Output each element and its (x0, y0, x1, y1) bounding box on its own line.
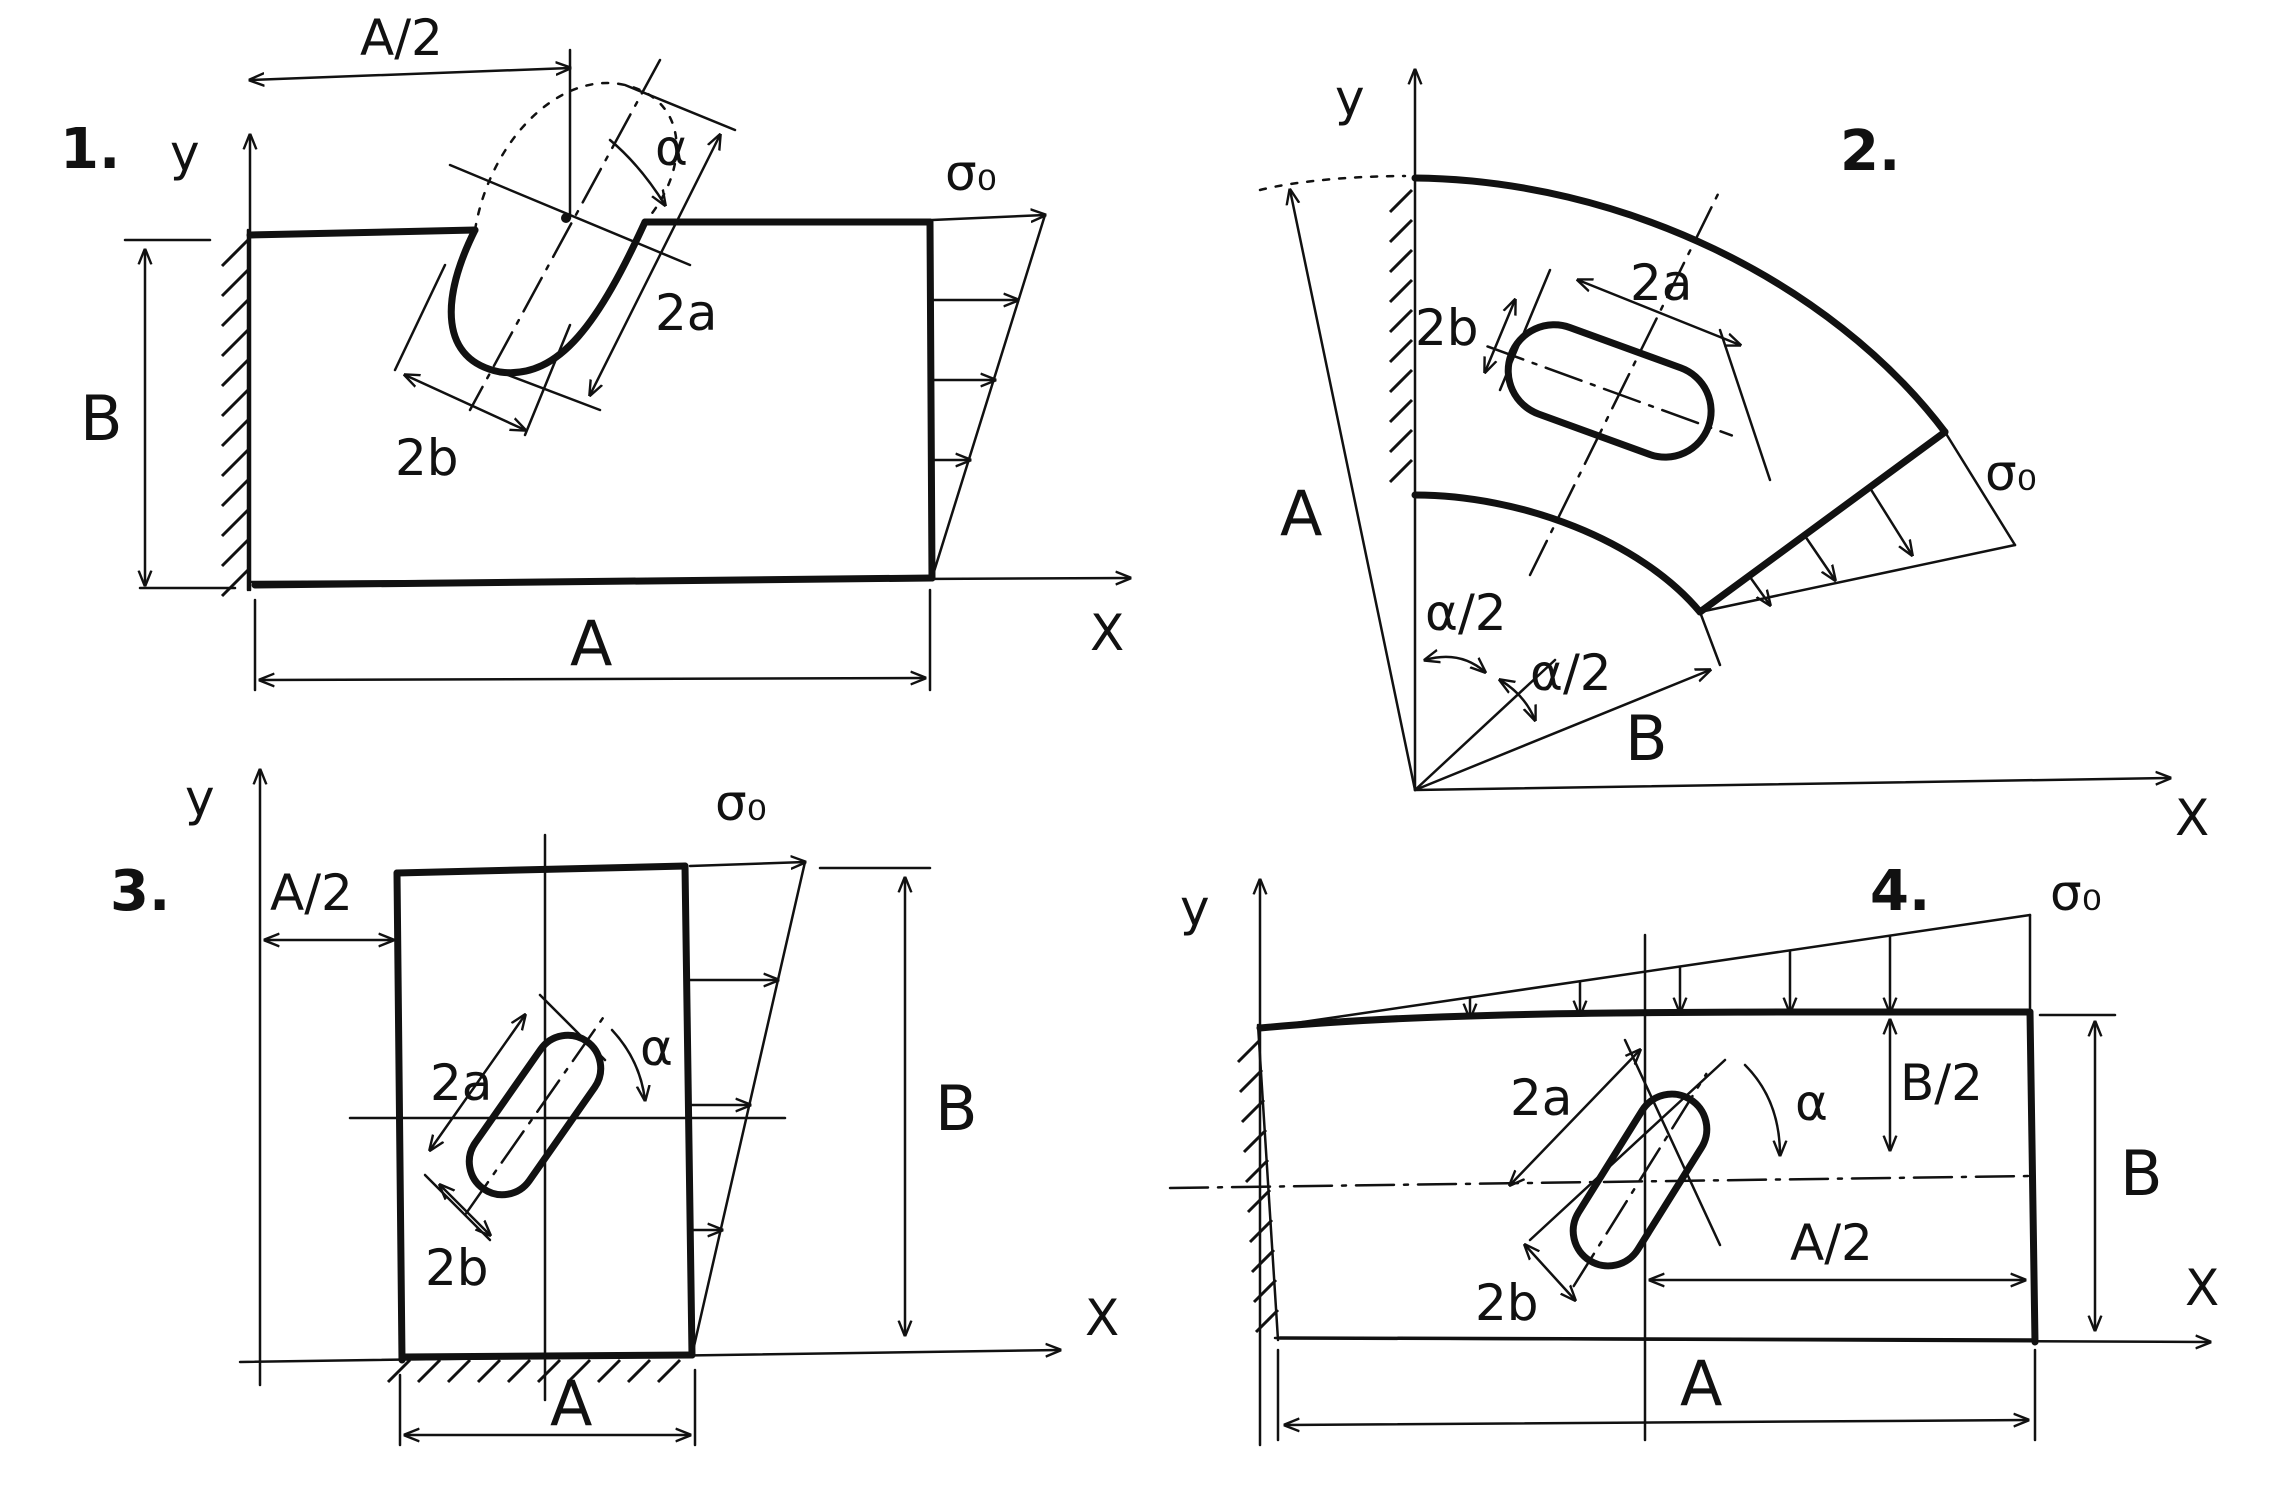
fig3-plate (393, 862, 696, 1364)
fig1-fixed-wall (220, 228, 250, 598)
fig1-label-width: A (570, 607, 612, 680)
fig1-label-load: σ₀ (945, 144, 997, 202)
fig3-angle-arc (610, 1028, 645, 1100)
fig1-slot-axis (468, 58, 662, 412)
fig3-label-height: B (935, 1072, 978, 1145)
figure-4-number: 4. (1870, 859, 1930, 924)
figure-3: 3. y X A/2 (110, 769, 1119, 1447)
fig2-outer-arc-ext (1258, 174, 1407, 192)
fig1-y-label: y (170, 124, 200, 182)
fig3-y-label: y (185, 769, 215, 827)
fig2-x-label: X (2175, 789, 2209, 847)
fig2-2b-ext-b (1718, 328, 1772, 482)
fig2-hole (1486, 321, 1734, 461)
fig4-label-major: 2a (1510, 1069, 1572, 1127)
fig1-label-height: B (80, 382, 123, 455)
fig2-ray-inner (1413, 670, 1710, 792)
figure-1: 1. y X (60, 9, 1130, 692)
fig3-perp-line (538, 993, 607, 1062)
fig4-hole (1569, 1072, 1711, 1288)
fig1-2b-ext-left (393, 263, 447, 372)
fig3-label-angle: α (640, 1019, 673, 1077)
fig2-label-inner-radius: B (1625, 702, 1668, 775)
fig4-fixed-wall (1236, 1023, 1280, 1342)
fig4-dim-major (1510, 1050, 1640, 1185)
fig2-label-load: σ₀ (1985, 444, 2037, 502)
fig2-label-outer-radius: A (1280, 477, 1322, 550)
fig2-ray-outer (1290, 190, 1417, 792)
fig2-dim-minor (1485, 300, 1515, 372)
fig2-x-axis (1413, 778, 2170, 792)
fig1-label-major: 2a (655, 284, 717, 342)
figure-2-number: 2. (1840, 119, 1900, 184)
fig2-load (1698, 430, 2017, 614)
fig3-label-offset: A/2 (270, 864, 353, 922)
fig1-dim-major (590, 135, 720, 395)
fig4-label-half-width: A/2 (1790, 1214, 1873, 1272)
fig4-label-width: A (1680, 1347, 1722, 1420)
fig3-dim-major (430, 1015, 525, 1150)
fig3-label-load: σ₀ (715, 774, 767, 832)
fig1-dim-minor (405, 375, 525, 430)
fig4-label-minor: 2b (1475, 1274, 1539, 1332)
fig2-sector (1411, 174, 1949, 667)
fig4-y-label: y (1180, 879, 1210, 937)
fig1-2b-ext-right (523, 323, 572, 437)
fig3-fixed-base (386, 1358, 682, 1384)
figure-4: 4. y X (1168, 859, 2219, 1447)
fig4-x-label: X (2185, 1259, 2219, 1317)
fig1-label-angle: α (655, 119, 688, 177)
fig1-dim-half-width (250, 68, 570, 80)
fig2-label-minor: 2b (1415, 299, 1479, 357)
fig4-horizontal-centerline (1168, 1174, 2032, 1190)
fig1-label-minor: 2b (395, 429, 459, 487)
figure-1-number: 1. (60, 117, 120, 182)
fig2-label-half-angle-2: α/2 (1530, 644, 1612, 702)
fig2-angle-arc-2 (1500, 680, 1535, 720)
fig3-hole (464, 1015, 606, 1215)
fig2-dim-major (1578, 280, 1740, 345)
fig2-angle-arc-1 (1425, 657, 1485, 672)
figure-2: 2. y X A B α (1258, 69, 2209, 847)
fig4-label-angle: α (1795, 1074, 1828, 1132)
fig4-dim-minor (1525, 1245, 1575, 1300)
fig4-dim-width (1285, 1420, 2028, 1425)
fig2-bisector (1528, 188, 1722, 577)
fig1-dim-width (260, 678, 925, 680)
figure-3-number: 3. (110, 859, 170, 924)
fig1-slot-center (561, 213, 571, 223)
fig4-angle-arc (1743, 1063, 1780, 1155)
fig1-load (930, 215, 1045, 580)
fig4-label-load: σ₀ (2050, 864, 2102, 922)
fig3-x-label: X (1085, 1289, 1119, 1347)
fig2-label-half-angle-1: α/2 (1425, 584, 1507, 642)
fig3-label-minor: 2b (425, 1239, 489, 1297)
fig2-label-major: 2a (1630, 254, 1692, 312)
fig4-label-height: B (2120, 1137, 2163, 1210)
fig3-label-major: 2a (430, 1054, 492, 1112)
fig3-load (688, 862, 805, 1357)
fig3-label-width: A (550, 1367, 592, 1440)
fig1-2a-ext-top (623, 83, 737, 132)
fig1-x-label: X (1090, 604, 1124, 662)
fig2-2b-ext-a (1498, 268, 1552, 392)
fig2-fixed-wall (1388, 188, 1414, 484)
fig1-plate (246, 81, 936, 589)
fig1-label-half-width: A/2 (360, 9, 443, 67)
fig3-dim-minor (440, 1185, 490, 1235)
fig4-label-half-height: B/2 (1900, 1054, 1983, 1112)
fig2-y-label: y (1335, 69, 1365, 127)
fig1-2a-ext-bottom (498, 370, 602, 412)
